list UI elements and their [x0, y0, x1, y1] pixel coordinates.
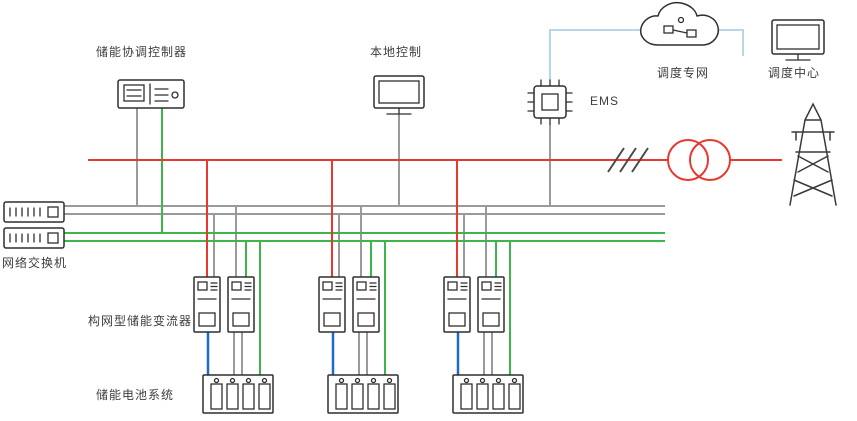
ems-chip-icon — [527, 79, 573, 125]
local-control-monitor-icon — [373, 75, 425, 115]
controller-device-icon — [117, 79, 185, 109]
converter-cabinet-icon — [477, 276, 505, 333]
converter-cabinet-icon — [443, 276, 471, 333]
local-control-label: 本地控制 — [370, 45, 423, 59]
comm-bus-lines — [64, 108, 665, 375]
converter-cabinet-icon — [352, 276, 380, 333]
converter-cabinet-icon — [318, 276, 346, 333]
transformer-icon — [667, 139, 731, 181]
network-switch-label: 网络交换机 — [2, 256, 68, 270]
converter-label: 构网型储能变流器 — [88, 314, 193, 328]
dispatch-center-label: 调度中心 — [768, 66, 821, 80]
converter-cabinet-icon — [193, 276, 221, 333]
battery-rack-icon — [202, 374, 274, 414]
dispatch-center-monitor-icon — [771, 19, 825, 61]
battery-label: 储能电池系统 — [96, 388, 175, 402]
transmission-tower-icon — [789, 102, 837, 206]
battery-rack-icon — [327, 374, 399, 414]
line-break-icon — [607, 147, 649, 173]
ems-label: EMS — [590, 94, 620, 108]
network-switch-icon — [3, 201, 65, 249]
green-bus-lines — [64, 108, 665, 375]
converter-cabinet-icon — [227, 276, 255, 333]
controller-label: 储能协调控制器 — [96, 45, 188, 59]
dispatch-network-cloud-icon — [639, 1, 720, 46]
dispatch-network-label: 调度专网 — [657, 66, 710, 80]
dc-link-lines — [206, 332, 460, 375]
battery-rack-icon — [452, 374, 524, 414]
power-line — [88, 159, 782, 277]
